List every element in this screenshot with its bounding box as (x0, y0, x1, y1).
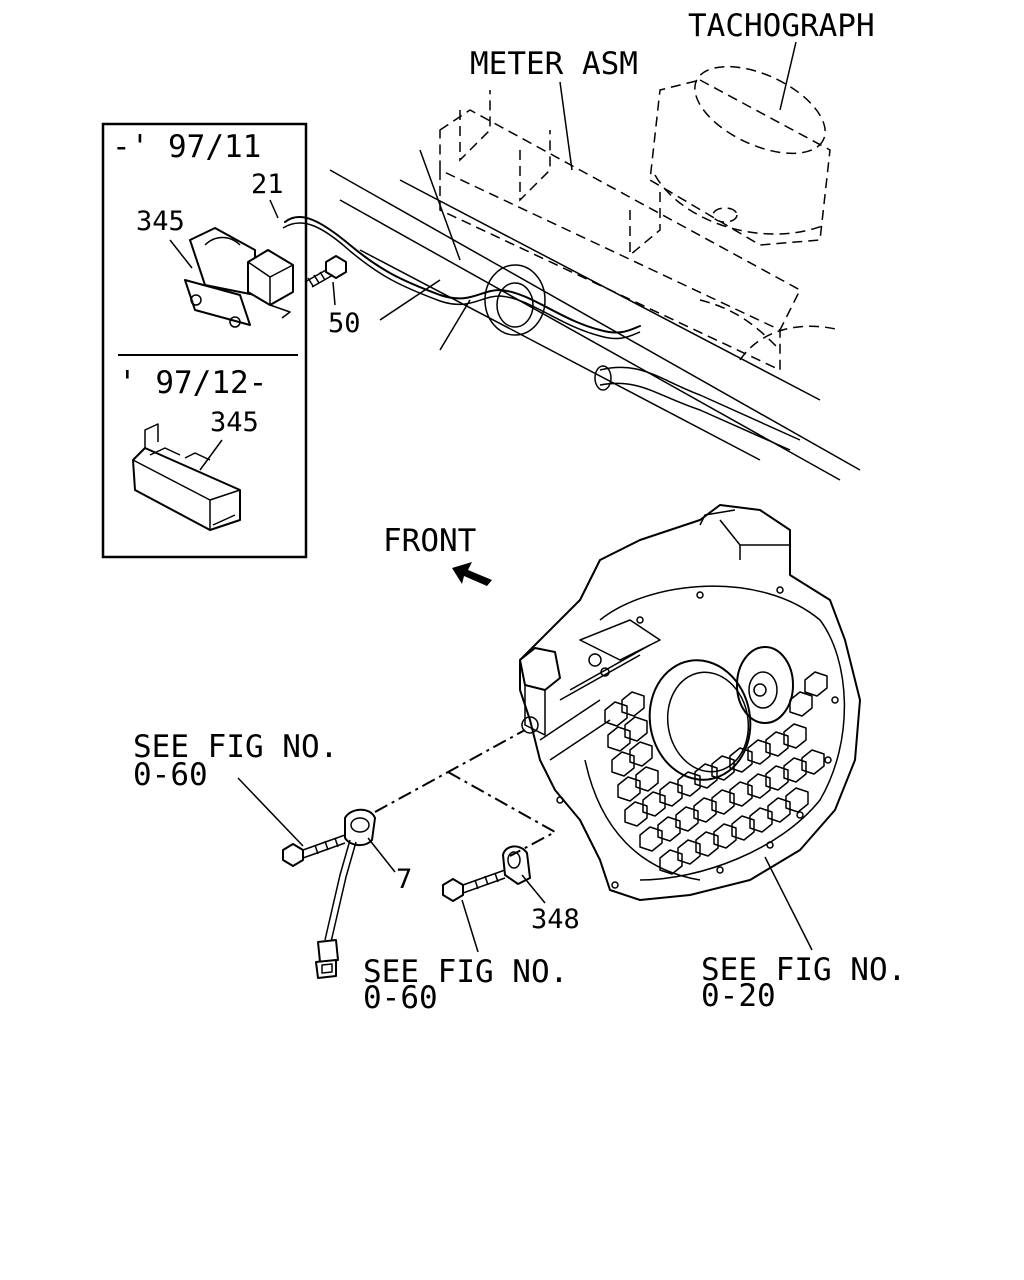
front-arrow-icon (452, 562, 492, 586)
bolt-50 (304, 255, 347, 288)
callout-345-upper: 345 (136, 206, 185, 237)
see-fig-middle: SEE FIG NO. 0-60 (363, 899, 568, 1016)
front-label: FRONT (383, 523, 476, 559)
meter-asm-label: METER ASM (470, 46, 638, 82)
bracket-348 (502, 845, 531, 885)
see-fig-2-line1: SEE FIG NO. (363, 954, 568, 990)
bolt-right (442, 869, 506, 902)
assembly-line (374, 729, 526, 813)
dashboard-frame (329, 149, 861, 481)
callout-345-lower: 345 (210, 407, 259, 438)
relay-345-upper (184, 227, 294, 328)
lower-callouts: 7 348 (367, 837, 580, 935)
speed-sensor-7 (315, 808, 376, 979)
see-fig-right: SEE FIG NO. 0-20 (701, 856, 906, 1014)
honeycomb-ribs (604, 671, 828, 875)
flywheel-housing (519, 504, 861, 901)
tachograph-unit (649, 65, 831, 246)
callout-7: 7 (396, 864, 412, 895)
inset-callouts: 21 345 50 345 (136, 169, 361, 471)
see-fig-2-line2: 0-60 (363, 980, 438, 1016)
meter-asm-panel (439, 90, 841, 372)
tachograph-label: TACHOGRAPH (688, 8, 875, 44)
see-fig-left: SEE FIG NO. 0-60 (133, 729, 338, 847)
callout-348: 348 (531, 904, 580, 935)
assembly-line-branch (447, 771, 558, 857)
callout-50: 50 (328, 308, 361, 339)
callout-21: 21 (251, 169, 284, 200)
inset-box: -' 97/11 ' 97/12- (101, 122, 308, 559)
module-345-lower (132, 423, 241, 531)
see-fig-1-line2: 0-60 (133, 757, 208, 793)
bolt-left (282, 834, 346, 867)
see-fig-3-line2: 0-20 (701, 978, 776, 1014)
period-upper-label: -' 97/11 (112, 129, 261, 165)
period-lower-label: ' 97/12- (118, 365, 267, 401)
harness-wire (284, 216, 641, 334)
see-fig-1-line1: SEE FIG NO. (133, 729, 338, 765)
see-fig-3-line1: SEE FIG NO. (701, 952, 906, 988)
